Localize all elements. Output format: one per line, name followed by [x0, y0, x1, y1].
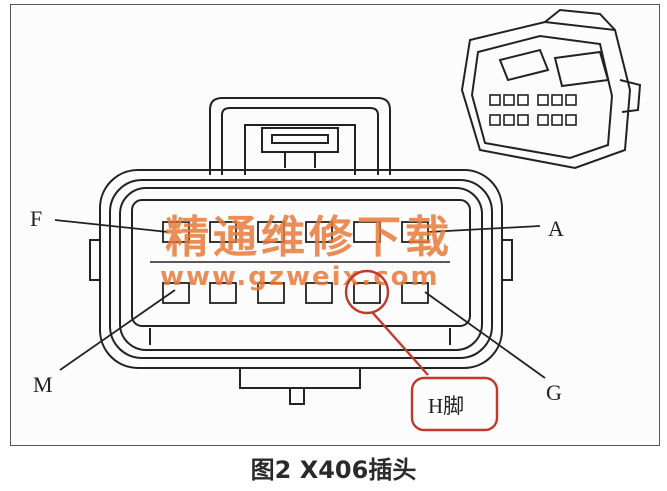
- h-pin-callout: [344, 269, 499, 432]
- h-pin-label: H脚: [428, 394, 464, 418]
- watermark-title: 精通维修下载: [165, 212, 453, 263]
- connector-housing: [89, 169, 513, 405]
- h-pin-circle: [344, 269, 390, 315]
- h-pin-leader: [371, 311, 429, 376]
- h-pin-box: [410, 376, 499, 432]
- pin-label-g: G: [546, 380, 562, 405]
- pin-row-bottom: [162, 282, 429, 304]
- diagram-frame: [10, 4, 660, 446]
- leader-f: [54, 219, 169, 233]
- watermark-url: www.gzweix.com: [160, 262, 440, 292]
- pin-label-m: M: [33, 372, 53, 397]
- leader-g: [424, 291, 546, 379]
- figure-caption: 图2 X406插头: [250, 456, 417, 484]
- connector-latch: [209, 97, 391, 175]
- pin-label-a: A: [548, 216, 564, 241]
- leader-m: [59, 289, 176, 371]
- leader-lines: [54, 219, 546, 379]
- leader-a: [427, 225, 541, 233]
- connector-3d-thumbnail: [460, 8, 642, 170]
- pin-label-f: F: [30, 206, 42, 231]
